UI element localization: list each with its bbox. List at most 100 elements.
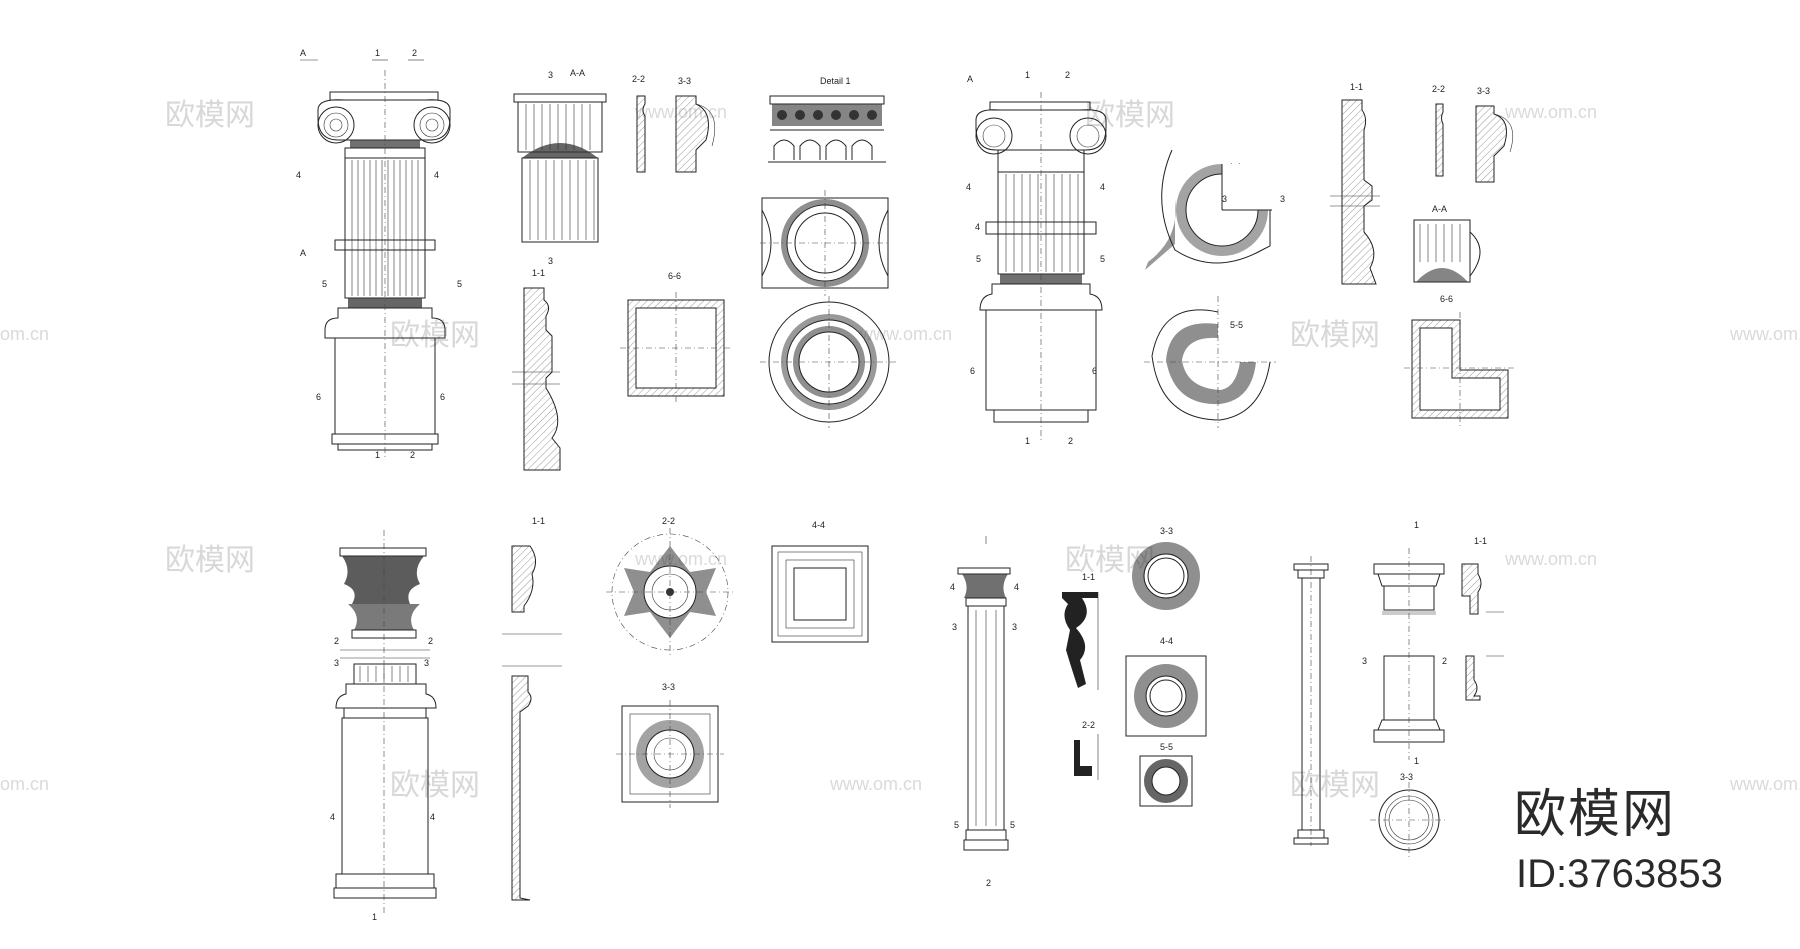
section-mark-3: 3 [1280, 194, 1285, 204]
section-mark-5: 5 [457, 279, 462, 289]
section-mark-1: 1 [372, 912, 377, 922]
section-mark-2: 2 [1068, 436, 1073, 446]
pilaster-plan-5-5: 5-5 [1139, 742, 1193, 807]
watermark-url: www.om.cn [1729, 324, 1800, 344]
ionic-capital-section-a-a-right: A-A 6-6 [1413, 204, 1481, 304]
section-mark-5: 5 [954, 820, 959, 830]
section-title: 2-2 [632, 74, 645, 84]
section-mark-5: 5 [1100, 254, 1105, 264]
section-mark-a: A [967, 74, 973, 84]
section-4-4-quarter-plan: 4-4 3 3 [1145, 148, 1285, 270]
section-mark-4: 4 [966, 182, 971, 192]
watermark-logo: 欧模网 [165, 98, 255, 133]
section-mark-2: 2 [428, 636, 433, 646]
section-title: 1-1 [1474, 536, 1487, 546]
ionic-column-elevation: A 1 2 4 4 A 5 5 [296, 48, 462, 460]
section-title: 3-3 [662, 682, 675, 692]
section-title: 6-6 [1440, 294, 1453, 304]
section-mark-5: 5 [976, 254, 981, 264]
section-mark-3: 3 [1222, 194, 1227, 204]
section-title: 4-4 [812, 520, 825, 530]
section-title: 5-5 [1230, 320, 1243, 330]
pedestal-profile-1-1: 1-1 [512, 268, 561, 471]
section-mark-4: 4 [430, 812, 435, 822]
section-mark-2: 2 [986, 878, 991, 888]
watermark-url: www.om.cn [1729, 774, 1800, 794]
watermark-logo: 欧模网 [1290, 318, 1380, 353]
section-mark-a: A [300, 48, 306, 58]
section-mark-2: 2 [334, 636, 339, 646]
watermark-logo: 欧模网 [1290, 768, 1380, 803]
watermark-url: www.om.cn [1504, 549, 1597, 569]
section-mark-1: 1 [1025, 70, 1030, 80]
section-title: 6-6 [668, 271, 681, 281]
corinthian-section-3-3: 3-3 [616, 682, 724, 808]
watermark-url: www.om.cn [859, 324, 952, 344]
section-title: 3-3 [1477, 86, 1490, 96]
section-mark-5: 5 [322, 279, 327, 289]
section-mark-6: 6 [316, 392, 321, 402]
ionic-capital-plan [760, 190, 890, 296]
section-mark-3: 3 [1362, 656, 1367, 666]
section-mark-2: 2 [1065, 70, 1070, 80]
section-6-6-plan: 6-6 [620, 271, 732, 404]
watermark-logo: 欧模网 [1085, 98, 1175, 133]
corinthian-profile-1-1: 1-1 [502, 516, 562, 901]
section-mark-1: 1 [375, 450, 380, 460]
detail-1-frieze: Detail 1 [768, 76, 886, 163]
corinthian-section-4-4: 4-4 [771, 520, 869, 643]
detail-title: Detail 1 [820, 76, 851, 86]
section-5-5-partial-plan: 5-5 [1144, 296, 1276, 428]
section-title: 1-1 [1082, 572, 1095, 582]
section-mark-4: 4 [434, 170, 439, 180]
pilaster-elevation: 4 4 3 3 5 5 2 [950, 536, 1019, 888]
section-mark-1: 1 [1025, 436, 1030, 446]
section-mark-4: 4 [1014, 582, 1019, 592]
section-mark-a: A [300, 248, 306, 258]
watermark-url-partial: om.cn [0, 324, 49, 344]
section-mark-3: 3 [334, 658, 339, 668]
section-mark-3: 3 [548, 70, 553, 80]
section-mark-3: 3 [548, 256, 553, 266]
section-title: A-A [1432, 204, 1447, 214]
section-title: 3-3 [678, 76, 691, 86]
tuscan-column-elevation [1293, 556, 1329, 846]
tuscan-profiles: 1-1 [1461, 536, 1504, 701]
section-mark-2: 2 [410, 450, 415, 460]
ionic-profile-3-3: 3-3 [675, 76, 716, 173]
section-mark-1: 1 [375, 48, 380, 58]
section-title: 3-3 [1160, 526, 1173, 536]
watermark-url: www.om.cn [829, 774, 922, 794]
ionic-base-plan [760, 296, 898, 428]
section-title: 1-1 [532, 268, 545, 278]
section-mark-6: 6 [970, 366, 975, 376]
ionic-column-elevation-2: A 1 2 4 4 4 5 5 6 6 1 2 [966, 70, 1107, 446]
section-mark-3: 3 [952, 622, 957, 632]
section-title: 1-1 [532, 516, 545, 526]
section-title: 2-2 [1082, 720, 1095, 730]
section-title: A-A [570, 68, 585, 78]
pilaster-plan-3-3: 3-3 [1132, 526, 1200, 610]
section-title: 4-4 [1160, 636, 1173, 646]
section-mark-4: 4 [1100, 182, 1105, 192]
section-mark-1: 1 [1414, 756, 1419, 766]
section-title: 2-2 [662, 516, 675, 526]
section-mark-4: 4 [330, 812, 335, 822]
section-mark-4: 4 [296, 170, 301, 180]
section-mark-1: 1 [1414, 520, 1419, 530]
pilaster-plan-4-4: 4-4 [1125, 636, 1207, 737]
section-mark-6: 6 [1092, 366, 1097, 376]
model-id-label: ID:3763853 [1516, 852, 1723, 896]
watermarks: 欧模网 欧模网 欧模网 欧模网 欧模网 欧模网 欧模网 欧模网 www.om.c… [0, 98, 1800, 803]
section-mark-3: 3 [424, 658, 429, 668]
corinthian-column-elevation: 2 2 3 3 4 4 1 [330, 530, 437, 922]
watermark-logo: 欧模网 [390, 768, 480, 803]
corinthian-capital-plan-2-2: 2-2 [606, 516, 734, 656]
watermark-url: www.om.cn [1504, 102, 1597, 122]
brand-logo-text: 欧模网 [1514, 785, 1677, 845]
section-mark-3: 3 [1012, 622, 1017, 632]
l-shaped-plan [1404, 312, 1516, 426]
ionic-profile-3-3-right: 3-3 [1475, 86, 1514, 183]
ionic-capital-section-a-a: A-A 3 3 [513, 68, 607, 266]
